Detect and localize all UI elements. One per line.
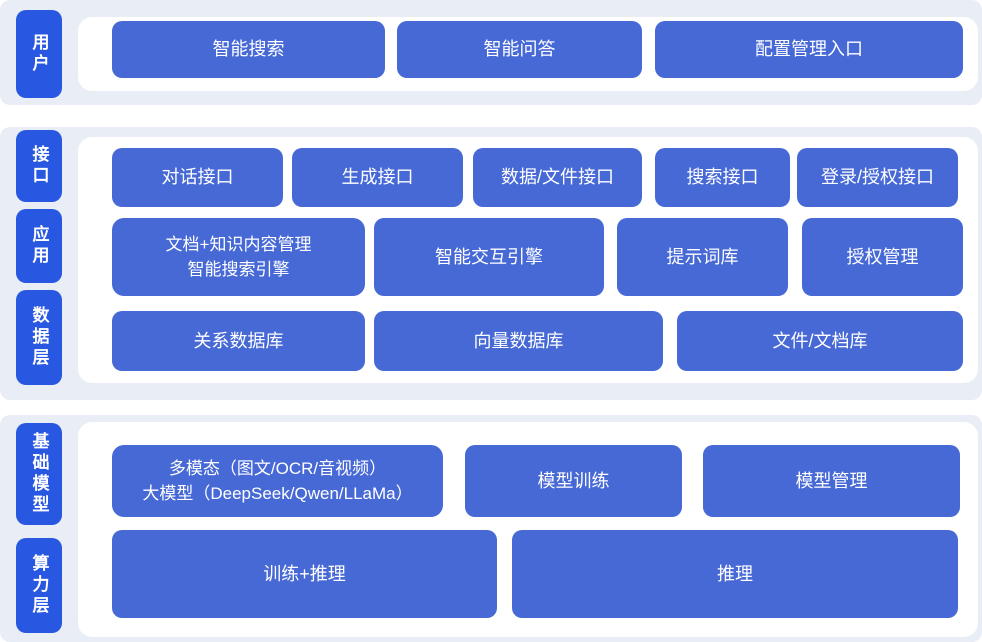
- box-smart-interaction-engine: 智能交互引擎: [374, 218, 604, 296]
- box-file-document-store: 文件/文档库: [677, 311, 963, 371]
- layer-label-compute: 算力层: [16, 538, 62, 633]
- layer-label-user: 用户: [16, 10, 62, 98]
- layer-label-application: 应用: [16, 209, 62, 283]
- box-model-training: 模型训练: [465, 445, 682, 517]
- layer-label-foundation-model: 基础模型: [16, 423, 62, 525]
- box-multimodal-llm: 多模态（图文/OCR/音视频） 大模型（DeepSeek/Qwen/LLaMa）: [112, 445, 443, 517]
- box-login-auth-api: 登录/授权接口: [797, 148, 958, 207]
- box-smart-search: 智能搜索: [112, 21, 385, 78]
- layer-label-interface: 接口: [16, 130, 62, 202]
- box-smart-qa: 智能问答: [397, 21, 642, 78]
- box-search-api: 搜索接口: [655, 148, 790, 207]
- box-vector-database: 向量数据库: [374, 311, 663, 371]
- box-generation-api: 生成接口: [292, 148, 463, 207]
- layer-label-data: 数据层: [16, 290, 62, 385]
- box-relational-database: 关系数据库: [112, 311, 365, 371]
- box-data-file-api: 数据/文件接口: [473, 148, 642, 207]
- box-inference: 推理: [512, 530, 958, 618]
- box-training-inference: 训练+推理: [112, 530, 497, 618]
- box-auth-management: 授权管理: [802, 218, 963, 296]
- box-doc-knowledge-search-engine: 文档+知识内容管理 智能搜索引擎: [112, 218, 365, 296]
- box-prompt-library: 提示词库: [617, 218, 788, 296]
- box-dialog-api: 对话接口: [112, 148, 283, 207]
- box-config-management-entry: 配置管理入口: [655, 21, 963, 78]
- box-model-management: 模型管理: [703, 445, 960, 517]
